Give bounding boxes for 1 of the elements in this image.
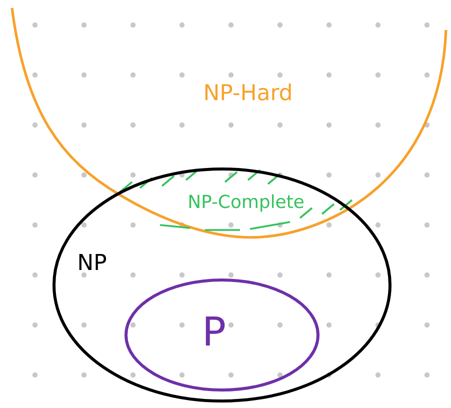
np-complete-region: NP-Complete xyxy=(119,169,353,231)
